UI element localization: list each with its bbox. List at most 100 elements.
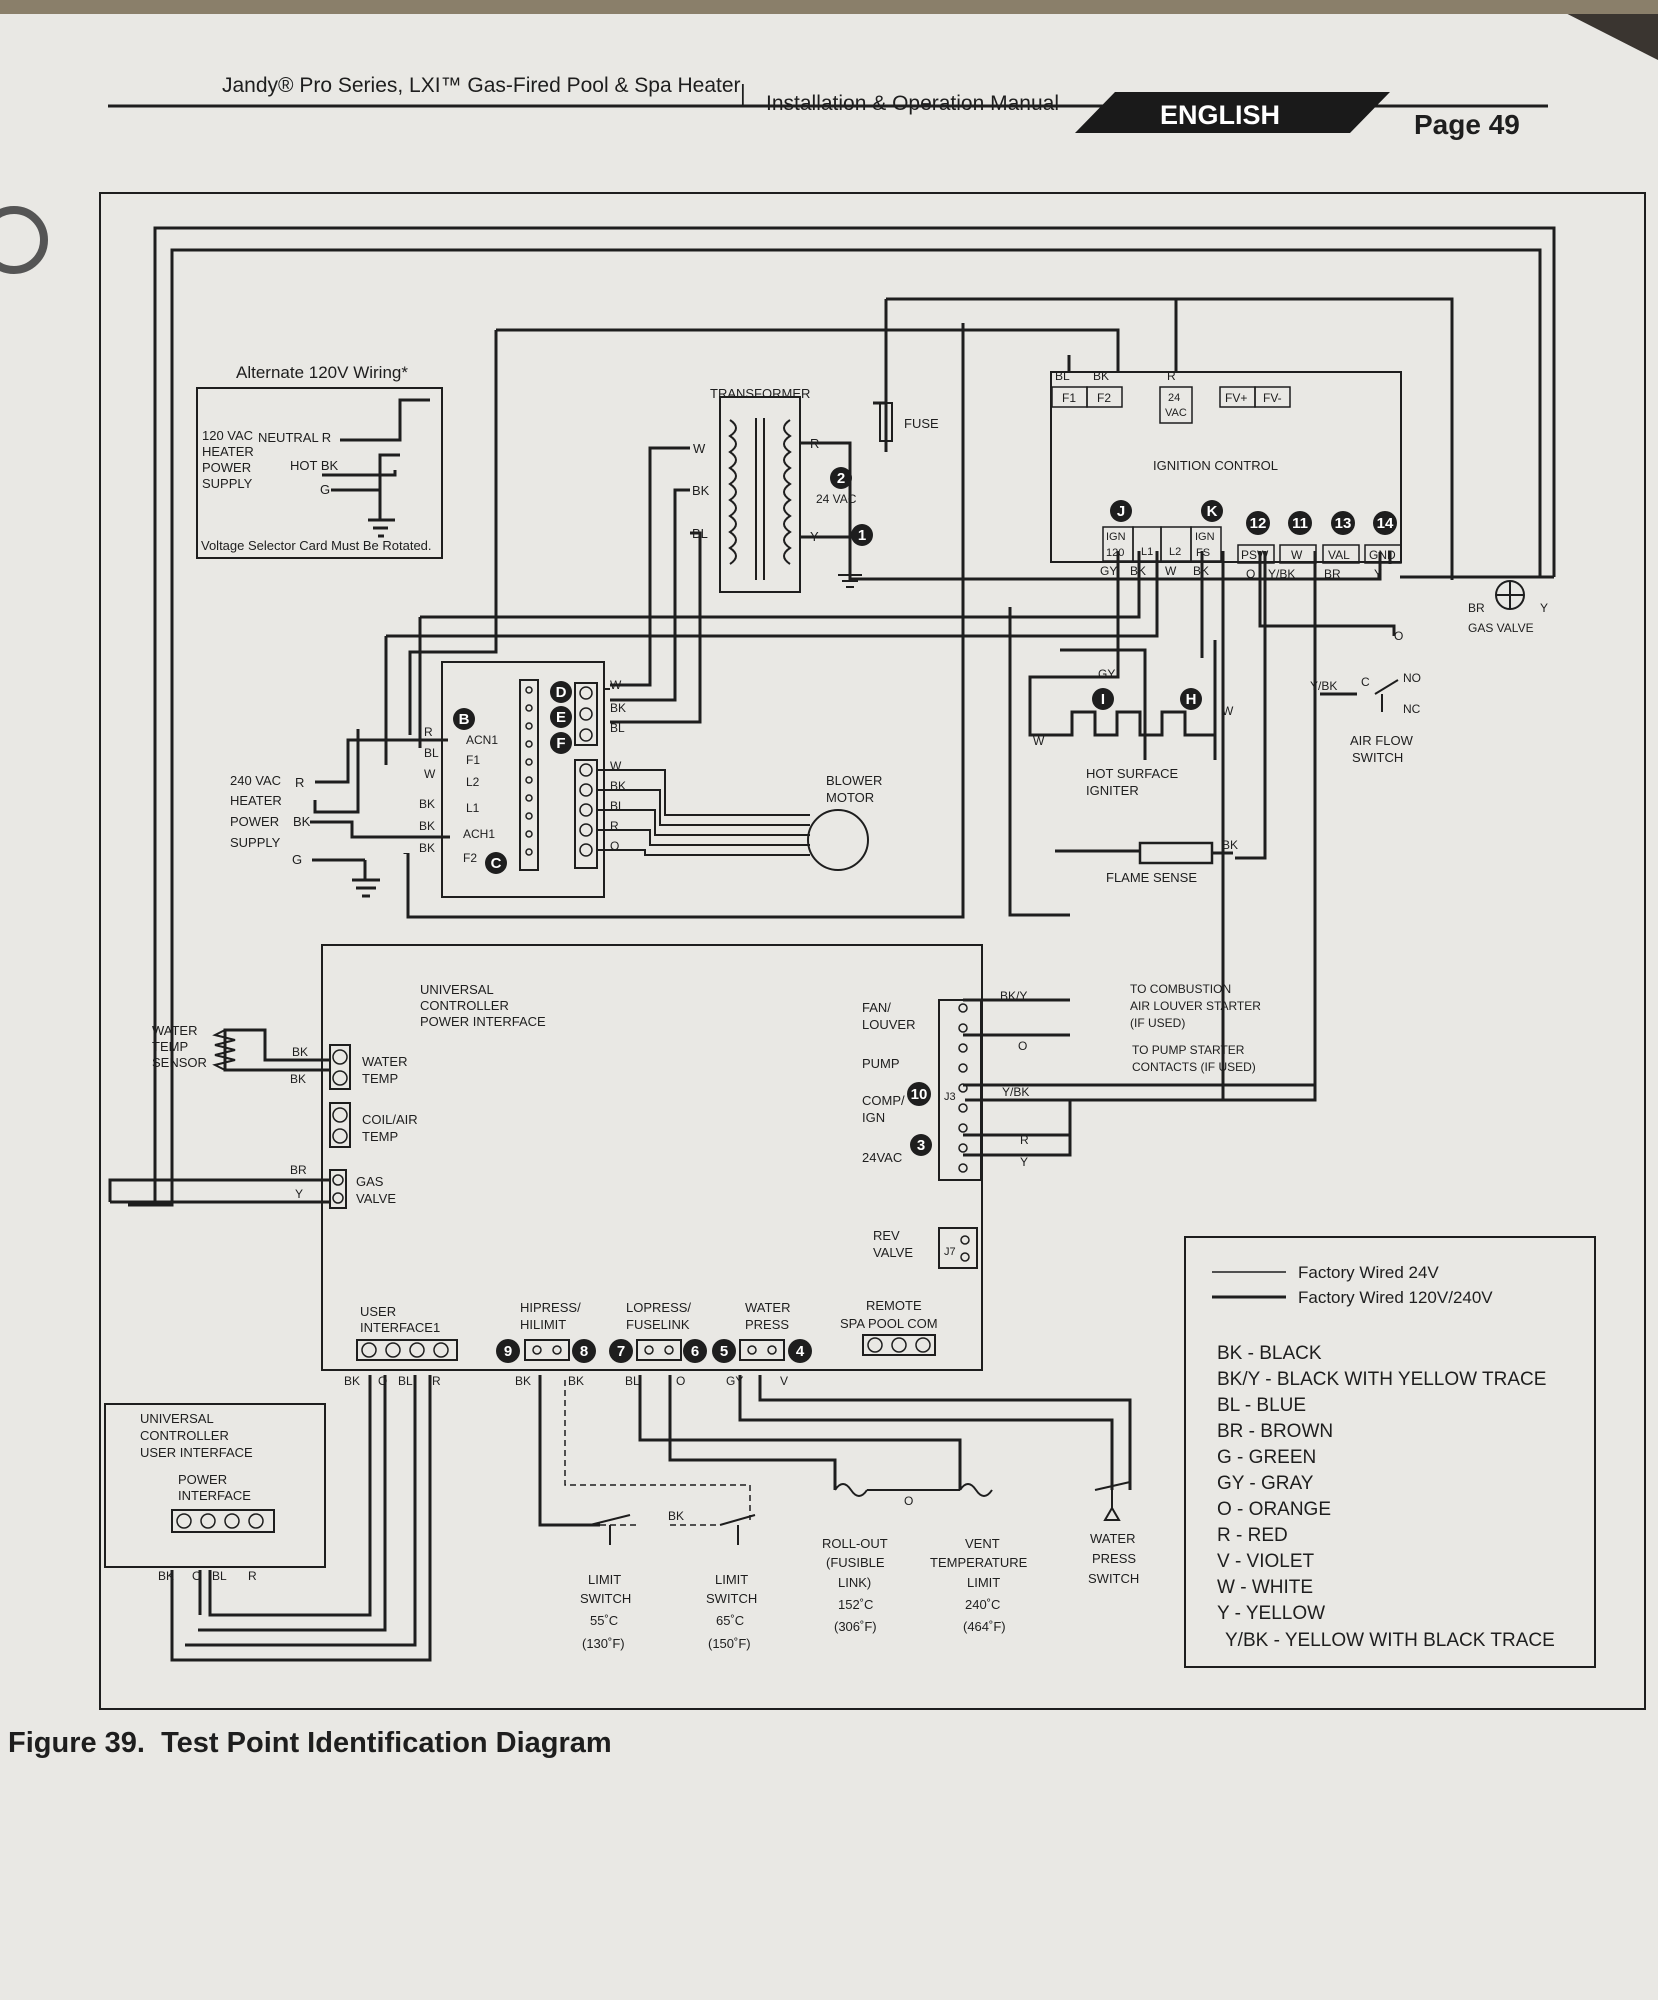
svg-text:BL: BL (212, 1569, 227, 1583)
test-point-h (1180, 688, 1202, 710)
svg-text:COIL/AIR: COIL/AIR (362, 1112, 418, 1127)
svg-text:(130˚F): (130˚F) (582, 1636, 625, 1651)
terminal-strip (519, 679, 598, 871)
water-sensor-label: WATER (152, 1023, 198, 1038)
svg-text:BL: BL (692, 526, 708, 541)
legend-code: R - RED (1217, 1525, 1288, 1546)
svg-text:(306˚F): (306˚F) (834, 1619, 877, 1634)
blower-label: BLOWER (826, 773, 882, 788)
svg-text:IGN: IGN (1106, 531, 1126, 543)
svg-text:120 VAC: 120 VAC (202, 428, 253, 443)
fuse-label: FUSE (904, 416, 939, 431)
binder-ring (0, 206, 48, 274)
test-point-c (485, 852, 507, 874)
svg-text:(150˚F): (150˚F) (708, 1636, 751, 1651)
svg-text:R: R (810, 436, 819, 451)
svg-text:W: W (424, 767, 436, 781)
svg-text:W: W (693, 441, 706, 456)
test-point-b (453, 708, 475, 730)
svg-text:3: 3 (917, 1137, 925, 1154)
svg-text:COMP/: COMP/ (862, 1093, 905, 1108)
svg-text:BL: BL (625, 1374, 640, 1388)
ignition-control-label: IGNITION CONTROL (1153, 458, 1278, 473)
test-point-9 (496, 1339, 520, 1363)
svg-text:BK: BK (1222, 838, 1238, 852)
boxes (104, 371, 1596, 1668)
svg-text:V: V (780, 1374, 788, 1388)
gas-valve-icon (1495, 580, 1525, 610)
svg-text:D: D (556, 684, 567, 701)
j7-connector (938, 1227, 978, 1269)
svg-text:152˚C: 152˚C (838, 1597, 873, 1612)
ucui-box (104, 1403, 326, 1568)
svg-text:24VAC: 24VAC (862, 1150, 902, 1165)
svg-text:LIMIT: LIMIT (967, 1575, 1000, 1590)
svg-text:BL: BL (398, 1374, 413, 1388)
svg-text:BL: BL (610, 721, 625, 735)
svg-text:R: R (295, 775, 304, 790)
test-point-2 (830, 467, 852, 489)
svg-text:TO PUMP STARTER: TO PUMP STARTER (1132, 1043, 1245, 1057)
svg-text:Y/BK: Y/BK (1310, 679, 1337, 693)
svg-text:E: E (556, 709, 566, 726)
blower-wires (597, 688, 810, 856)
svg-text:1: 1 (858, 527, 866, 544)
svg-text:I: I (1101, 691, 1105, 708)
svg-text:BK: BK (1130, 564, 1146, 578)
svg-text:POWER: POWER (230, 814, 279, 829)
svg-text:BK: BK (1193, 564, 1209, 578)
svg-text:F1: F1 (1062, 391, 1076, 405)
control-box (441, 661, 605, 898)
svg-text:W: W (1033, 734, 1045, 748)
svg-text:SUPPLY: SUPPLY (230, 835, 281, 850)
svg-text:SWITCH: SWITCH (706, 1591, 757, 1606)
test-point-4 (788, 1339, 812, 1363)
legend-code: G - GREEN (1217, 1447, 1316, 1468)
legend-box (1184, 1236, 1596, 1668)
svg-text:BK: BK (344, 1374, 360, 1388)
svg-text:LINK): LINK) (838, 1575, 871, 1590)
svg-text:BK: BK (610, 701, 626, 715)
svg-text:F1: F1 (466, 753, 480, 767)
svg-text:SENSOR: SENSOR (152, 1055, 207, 1070)
labels: Alternate 120V Wiring* 120 VAC HEATER PO… (140, 363, 1555, 1651)
svg-text:Y/BK: Y/BK (1002, 1085, 1029, 1099)
svg-text:O: O (610, 839, 619, 853)
svg-text:G: G (292, 852, 302, 867)
fuse-symbol (879, 402, 893, 442)
svg-text:POWER INTERFACE: POWER INTERFACE (420, 1014, 546, 1029)
gas-valve-label: GAS VALVE (1468, 621, 1534, 635)
svg-text:(FUSIBLE: (FUSIBLE (826, 1555, 885, 1570)
svg-text:TEMP: TEMP (362, 1129, 398, 1144)
svg-text:J7: J7 (944, 1246, 956, 1258)
svg-text:8: 8 (580, 1343, 588, 1360)
test-point-7 (609, 1339, 633, 1363)
svg-text:ACN1: ACN1 (466, 733, 498, 747)
svg-text:B: B (459, 711, 470, 728)
legend-code: BK - BLACK (1217, 1343, 1322, 1364)
ground-icon (838, 559, 862, 588)
svg-text:TEMP: TEMP (362, 1071, 398, 1086)
svg-text:GY: GY (1100, 564, 1117, 578)
ignition-terminals (1051, 386, 1402, 564)
limit-switch-55: LIMIT (588, 1572, 621, 1587)
svg-text:Y: Y (810, 529, 819, 544)
svg-text:BK: BK (419, 841, 435, 855)
svg-text:H: H (1186, 691, 1197, 708)
svg-text:O: O (1394, 629, 1403, 643)
svg-text:GND: GND (1369, 548, 1396, 562)
svg-text:PSW: PSW (1241, 548, 1269, 562)
test-point-1 (851, 524, 873, 546)
svg-text:FV+: FV+ (1225, 391, 1247, 405)
svg-text:BK: BK (692, 483, 710, 498)
svg-text:ACH1: ACH1 (463, 827, 495, 841)
legend-code: V - VIOLET (1217, 1551, 1315, 1572)
igniter-label: HOT SURFACE (1086, 766, 1179, 781)
language-label: ENGLISH (1160, 100, 1280, 130)
svg-text:BK: BK (1093, 369, 1109, 383)
svg-text:(IF USED): (IF USED) (1130, 1016, 1185, 1030)
svg-text:BK: BK (568, 1374, 584, 1388)
svg-text:NC: NC (1403, 702, 1421, 716)
svg-text:BK: BK (290, 1072, 306, 1086)
air-flow-label: AIR FLOW (1350, 733, 1414, 748)
